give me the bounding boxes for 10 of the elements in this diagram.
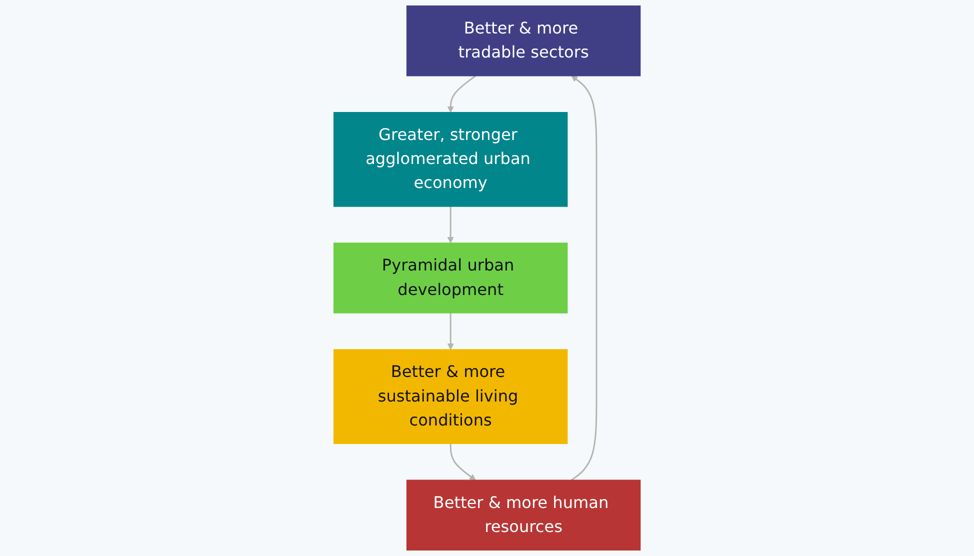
- arrow: [447, 313, 454, 350]
- arrow: [447, 75, 476, 113]
- node-box: Better & more sustainable living conditions: [333, 349, 568, 444]
- arrow: [450, 444, 476, 480]
- node-box: Pyramidal urban development: [333, 242, 568, 314]
- arrow: [571, 76, 598, 481]
- node-box: Greater, stronger agglomerated urban economy: [333, 112, 568, 207]
- node-box: Better & more tradable sectors: [406, 5, 641, 76]
- node-box: Better & more human resources: [406, 480, 641, 550]
- arrow: [447, 206, 454, 244]
